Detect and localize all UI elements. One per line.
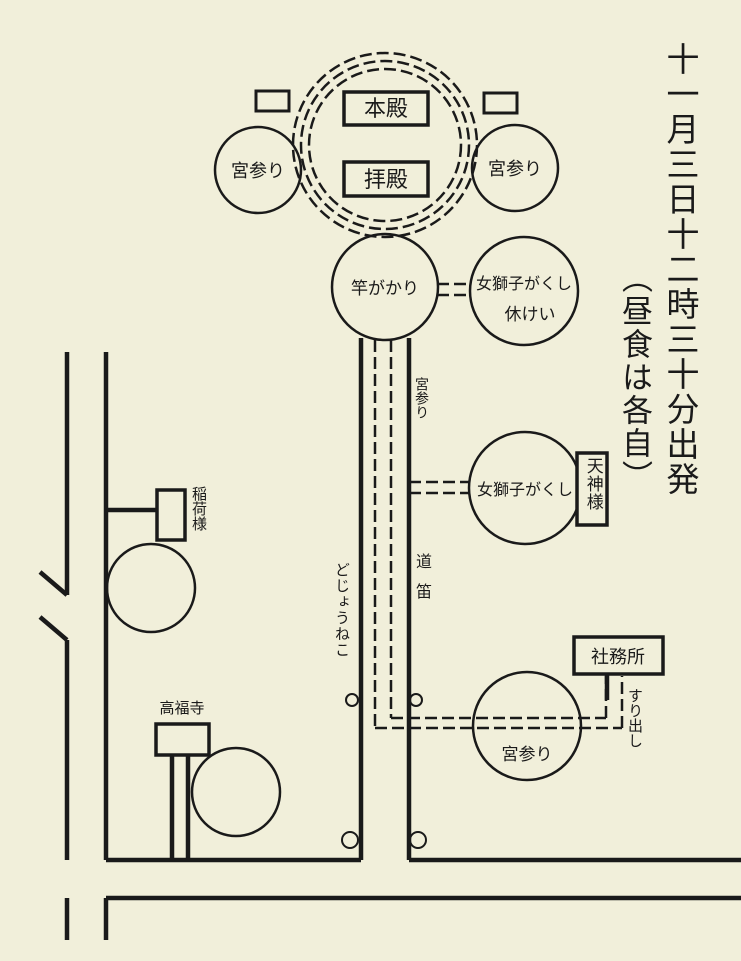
building-inari-box — [155, 488, 187, 542]
label-miyamairi-right: 宮参り — [488, 159, 542, 180]
label-miyamairi-left: 宮参り — [231, 161, 285, 182]
label-mejishi-rest-1: 女獅子がくし — [476, 274, 572, 293]
label-miyamairi-bottom: 宮参り — [502, 745, 553, 765]
building-shamusho-box — [572, 635, 665, 676]
circle-mejishi-rest — [468, 235, 580, 347]
marker-road-lower-right — [409, 831, 427, 849]
side-building-left — [254, 89, 291, 113]
circle-miyamairi-left — [213, 125, 303, 215]
label-honden: 本殿 — [364, 97, 408, 122]
label-surideshi: すり出し — [626, 688, 644, 748]
building-haiden-box — [342, 160, 430, 198]
shrine-ring-outer — [291, 51, 479, 239]
departure-title: 十一月三日十二時三十分出発 — [661, 42, 700, 497]
building-honden-box — [342, 90, 430, 127]
label-haiden: 拝殿 — [364, 168, 408, 193]
road-left-diagonal-lower — [38, 615, 69, 642]
lunch-note: （昼食は各自） — [616, 262, 652, 493]
side-building-right — [482, 91, 519, 115]
label-route-miyamairi: 宮参り — [413, 377, 429, 419]
label-tenjin: 天神様 — [582, 457, 603, 511]
label-inari: 稲荷様 — [190, 486, 208, 531]
label-koufukuji: 高福寺 — [159, 699, 204, 717]
marker-road-upper — [345, 693, 359, 707]
circle-miyamairi-right — [470, 123, 560, 213]
label-michibue: 道笛 — [413, 553, 432, 613]
building-tenjin-box — [575, 451, 609, 527]
building-koufukuji-box — [154, 722, 211, 757]
marker-road-upper-right — [409, 693, 423, 707]
marker-road-lower — [341, 831, 359, 849]
shrine-ring-inner — [307, 67, 463, 223]
circle-inari — [105, 542, 197, 634]
shrine-ring-middle — [299, 59, 471, 231]
label-dozyou-neko: どじょうねこ — [333, 562, 351, 658]
label-shamusho: 社務所 — [591, 647, 645, 668]
label-mejishi: 女獅子がくし — [477, 480, 573, 499]
circle-saogakari — [330, 232, 440, 342]
road-left-diagonal-upper — [38, 570, 69, 597]
label-saogakari: 竿がかり — [351, 279, 419, 299]
label-mejishi-rest-2: 休けい — [505, 305, 556, 325]
circle-koufukuji — [190, 746, 282, 838]
circle-miyamairi-bottom — [471, 670, 583, 782]
